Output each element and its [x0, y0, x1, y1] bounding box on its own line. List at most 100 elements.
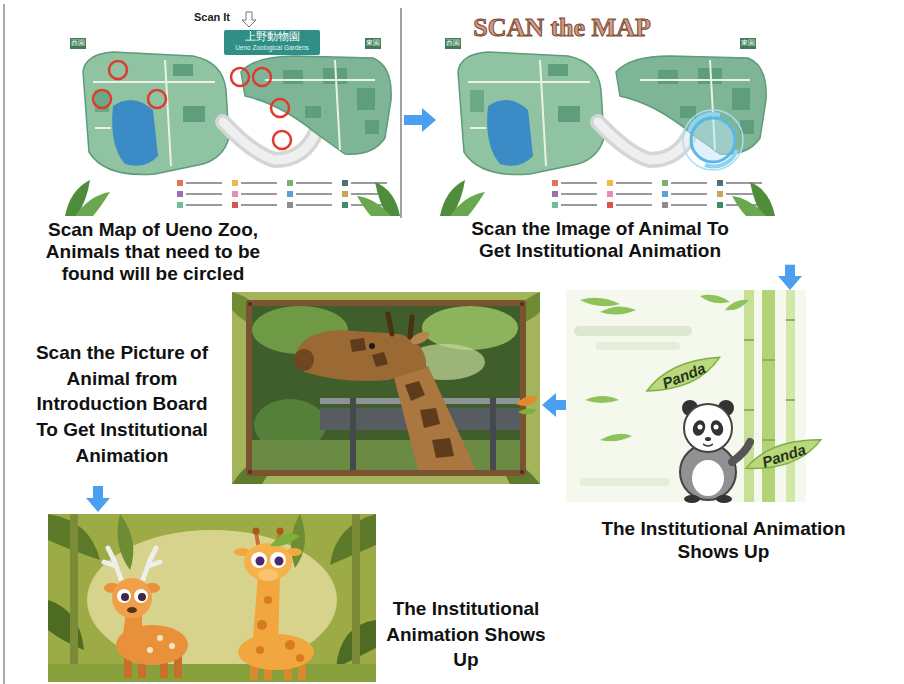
giraffe-photo-panel	[248, 470, 252, 474]
leaf-label: Panda	[653, 356, 715, 395]
panda-animation-panel	[596, 342, 680, 350]
panda-animation-panel	[580, 478, 670, 486]
panda-animation-panel	[709, 418, 726, 437]
zoo-map-panel	[93, 90, 111, 108]
deer-giraffe-animation-panel	[157, 635, 163, 641]
zoo-name: 上野動物園	[224, 31, 320, 44]
step-caption: Scan the Picture of Animal from Introduc…	[27, 340, 217, 468]
deer-giraffe-animation-panel	[285, 640, 295, 650]
zoo-map-panel	[109, 61, 127, 79]
zoo-map-panel	[231, 68, 249, 86]
panda-animation-panel	[691, 418, 708, 437]
giraffe-photo-panel	[409, 329, 431, 347]
deer-giraffe-animation-panel	[270, 534, 300, 547]
step-panel: Scan It上野動物園Scan Map of Ueno Zoo, Animal…	[28, 8, 404, 288]
flow-arrow	[404, 115, 422, 125]
panda-animation-panel	[744, 320, 795, 440]
panda-animation-panel	[643, 351, 724, 399]
deer-giraffe-animation-panel	[147, 647, 153, 653]
scan-map-panel	[691, 118, 735, 162]
panel-title: SCAN the MAP	[462, 13, 662, 43]
panda-animation-panel	[716, 495, 732, 503]
deer-giraffe-animation-panel	[264, 596, 272, 604]
map-tag: 西園	[70, 38, 86, 49]
scan-map-panel	[683, 110, 743, 170]
flow-arrow	[556, 400, 566, 410]
panda-animation-panel	[744, 290, 754, 502]
deer-giraffe-animation-panel	[104, 548, 160, 582]
giraffe-photo-panel	[520, 470, 524, 474]
map-tag: 東園	[740, 38, 756, 49]
deer-giraffe-animation-panel	[257, 620, 267, 630]
giraffe-photo-panel	[490, 398, 496, 470]
deer-giraffe-animation-panel	[169, 643, 175, 649]
deer-giraffe-animation-panel	[275, 557, 284, 566]
deer-giraffe-animation-panel	[253, 528, 260, 535]
page-rules	[401, 8, 402, 218]
deer-giraffe-animation-panel	[48, 514, 376, 682]
deer-giraffe-animation-panel	[70, 514, 78, 682]
deer-giraffe-animation-panel	[277, 528, 284, 535]
giraffe-photo-panel	[520, 302, 524, 306]
deer-giraffe-animation-panel	[48, 600, 84, 650]
deer-giraffe-animation-panel	[256, 557, 265, 566]
panda-animation-panel	[786, 290, 795, 502]
step-panel: Scan the Picture of Animal from Introduc…	[8, 290, 542, 486]
deer-giraffe-animation-panel	[252, 575, 280, 648]
zoo-map-panel	[242, 12, 256, 27]
giraffe-photo-panel	[246, 300, 526, 476]
panda-animation-panel	[698, 425, 703, 430]
panda-animation-panel	[732, 442, 750, 462]
flow-arrow	[785, 265, 795, 276]
scan-map-panel	[440, 10, 775, 216]
step-caption: The Institutional Animation Shows Up	[577, 518, 870, 564]
zoo-map-panel	[65, 10, 400, 216]
giraffe-photo-panel	[350, 398, 356, 470]
deer-giraffe-animation-panel	[256, 646, 264, 654]
flow-arrow	[93, 486, 103, 498]
zoo-subtitle: Ueno Zoological Gardens	[224, 44, 320, 52]
deer-giraffe-animation-panel	[48, 514, 376, 682]
deer-giraffe-animation-panel	[251, 552, 267, 568]
panda-animation-panel	[692, 460, 724, 496]
zoo-map-panel	[273, 131, 291, 149]
panda-animation-panel	[714, 425, 719, 430]
leaf-label: Panda	[753, 438, 816, 474]
step-caption: Scan Map of Ueno Zoo, Animals that need …	[22, 219, 284, 285]
deer-giraffe-animation-panel	[138, 593, 146, 601]
deer-giraffe-animation-panel	[117, 589, 131, 603]
zoo-map-panel	[65, 10, 400, 216]
deer-giraffe-animation-panel	[244, 543, 292, 581]
panda-animation-panel	[566, 290, 825, 503]
giraffe-photo-panel	[232, 292, 540, 484]
scan-map-panel	[440, 10, 775, 216]
giraffe-photo-panel	[252, 306, 520, 470]
step-panel: The Institutional Animation Shows Up	[45, 512, 559, 682]
giraffe-photo-panel	[252, 440, 520, 470]
scan-hint: Scan It	[186, 11, 238, 24]
giraffe-photo-panel	[232, 292, 540, 484]
deer-giraffe-animation-panel	[296, 654, 304, 662]
deer-giraffe-animation-panel	[258, 569, 278, 581]
deer-giraffe-animation-panel	[352, 514, 360, 682]
panda-animation-panel	[566, 290, 806, 502]
deer-giraffe-animation-panel	[127, 607, 137, 613]
panda-animation-panel	[574, 326, 692, 336]
giraffe-photo-panel	[388, 314, 412, 337]
giraffe-photo-panel	[422, 306, 518, 350]
giraffe-photo-panel	[350, 338, 454, 458]
map-tag: 東園	[365, 38, 381, 49]
zoo-map-panel	[271, 99, 289, 117]
panda-animation-panel	[743, 433, 825, 476]
panda-animation-panel	[684, 495, 700, 503]
giraffe-photo-panel	[248, 302, 252, 306]
step-caption: Scan the Image of Animal To Get Institut…	[460, 218, 740, 262]
deer-giraffe-animation-panel	[291, 514, 305, 568]
page-rules	[4, 4, 5, 684]
giraffe-photo-panel	[294, 349, 314, 371]
zoo-map-panel	[148, 90, 166, 108]
step-panel: PandaPandaThe Institutional Animation Sh…	[566, 290, 880, 574]
